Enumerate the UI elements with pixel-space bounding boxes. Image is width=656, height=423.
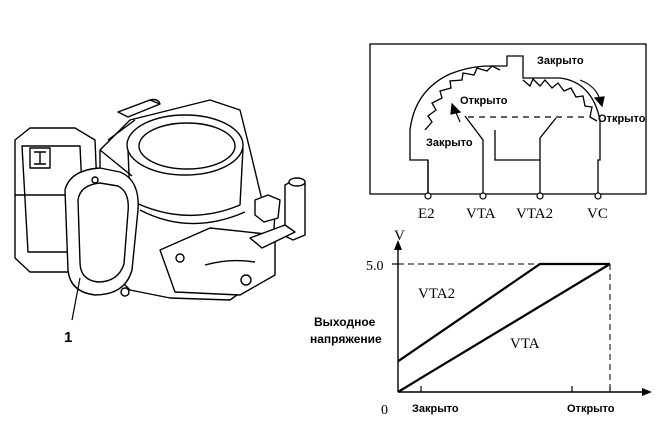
- terminal-dots: [424, 192, 602, 200]
- chart-y-max-label: 5.0: [366, 259, 384, 274]
- circuit-arrows: [450, 79, 605, 123]
- chart-series-vta-line: [397, 263, 611, 393]
- circuit-diagram: [369, 43, 647, 196]
- terminal-e2-dot: [424, 192, 432, 200]
- circuit-label-open-inner: Открыто: [460, 95, 508, 107]
- chart-ylabel-line1: Выходное: [314, 315, 376, 329]
- chart-ylabel-line2: напряжение: [310, 332, 382, 346]
- chart-y-axis-arrow: [394, 240, 402, 250]
- chart-series-vta2-line: [397, 262, 610, 363]
- chart-xlabel-closed: Закрыто: [412, 403, 459, 415]
- chart-series-vta-label: VTA: [510, 336, 540, 352]
- terminal-label-vta: VTA: [466, 206, 496, 222]
- resistor-track-left: [424, 65, 501, 131]
- chart-x-axis-arrow: [642, 388, 652, 396]
- output-voltage-chart: V 5.0 0 VTA2 VTA Выходное напряжение Зак…: [310, 228, 652, 418]
- circuit-label-open-right: Открыто: [598, 113, 646, 125]
- resistor-track-right: [522, 77, 598, 122]
- terminal-label-e2: E2: [418, 206, 435, 222]
- chart-y-unit: V: [394, 228, 405, 244]
- terminal-label-vta2: VTA2: [516, 206, 553, 222]
- terminal-vc-dot: [594, 192, 602, 200]
- terminal-vta-dot: [479, 192, 487, 200]
- terminal-labels: E2 VTA VTA2 VC: [418, 206, 608, 222]
- terminal-vta2-dot: [536, 192, 544, 200]
- circuit-label-closed-top: Закрыто: [537, 55, 584, 67]
- chart-series-vta2-label: VTA2: [418, 286, 455, 302]
- terminal-label-vc: VC: [587, 206, 608, 222]
- callout-leader: [71, 277, 81, 321]
- chart-xlabel-open: Открыто: [567, 403, 615, 415]
- throttle-body-illustration: [14, 98, 306, 301]
- callout-number: 1: [64, 329, 72, 346]
- chart-origin-label: 0: [381, 403, 388, 418]
- circuit-label-closed-inner: Закрыто: [426, 137, 473, 149]
- circuit-frame: [369, 43, 647, 195]
